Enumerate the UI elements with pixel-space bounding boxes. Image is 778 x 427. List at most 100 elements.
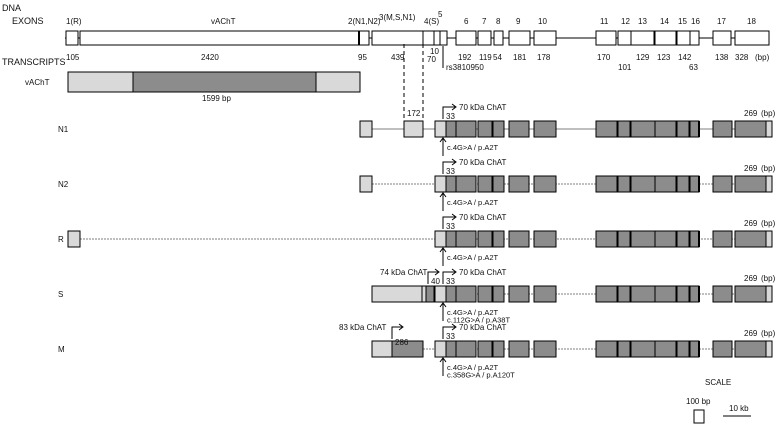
transcript-exon-block <box>630 285 656 303</box>
start-offset-label: 33 <box>446 112 455 121</box>
transcript-exon-block <box>455 230 477 248</box>
exon-1-r-name: 1(R) <box>66 17 82 26</box>
exon-6-size: 192 <box>458 53 472 62</box>
transcript-exon-block <box>617 340 631 358</box>
transcript-exon-block <box>630 230 656 248</box>
exon-5-name: 5 <box>438 10 443 19</box>
transcript-exon-block <box>630 120 656 138</box>
start-offset-label: 33 <box>446 222 455 231</box>
transcript-exon-block <box>403 120 424 138</box>
end-unit-label: (bp) <box>761 164 776 173</box>
transcript-exon-block <box>445 285 457 303</box>
dna-unit-label: (bp) <box>755 53 770 62</box>
mutation-arrow-head <box>439 192 447 198</box>
transcript-exon-block <box>455 340 477 358</box>
mutation-label: c.4G>A / p.A2T <box>447 253 498 262</box>
scale-10kb-label: 10 kb <box>729 404 749 413</box>
transcript-exon-block <box>492 230 505 248</box>
transcript-exon-block <box>492 285 505 303</box>
exon-7-size: 119 <box>479 53 492 62</box>
mutation-label: c.4G>A / p.A2T <box>447 143 498 152</box>
protein-70kda-label: 70 kDa ChAT <box>459 103 507 112</box>
exon-8-size: 54 <box>493 53 502 62</box>
transcript-exon-block <box>654 175 677 193</box>
transcript-exon-block <box>477 175 493 193</box>
start-arrow-alt-head <box>398 323 404 331</box>
exon-7-name: 7 <box>482 17 487 26</box>
transcript-name: M <box>58 345 65 354</box>
transcript-exon-block <box>595 120 618 138</box>
transcript-exon-block <box>765 285 773 303</box>
exon-1-r-size: 105 <box>66 53 80 62</box>
exon-18-size: 328 <box>735 53 749 62</box>
end-unit-label: (bp) <box>761 219 776 228</box>
transcript-exon-block <box>508 175 530 193</box>
transcript-exon-block <box>477 120 493 138</box>
transcript-exon-block <box>391 340 424 358</box>
vacht-transcript-name: vAChT <box>25 78 50 87</box>
exons-label: EXONS <box>12 16 44 26</box>
dna-label: DNA <box>2 3 21 13</box>
protein-70kda-label: 70 kDa ChAT <box>459 158 507 167</box>
mutation-arrow-head <box>439 247 447 253</box>
transcript-exon-block <box>654 285 677 303</box>
exon-14-size: 123 <box>657 53 671 62</box>
exon-1-r-box <box>65 30 79 46</box>
scale-100bp-label: 100 bp <box>686 397 711 406</box>
transcript-exon-block <box>689 175 700 193</box>
vacht-transcript-coding <box>132 71 317 93</box>
transcript-exon-block <box>421 285 427 303</box>
transcript-exon-block <box>492 340 505 358</box>
transcript-exon-block <box>712 285 733 303</box>
mutation-arrow-head <box>439 302 447 308</box>
transcript-exon-block <box>425 285 435 303</box>
transcript-exon-block <box>689 120 700 138</box>
transcript-exon-block <box>434 285 447 303</box>
transcript-exon-block <box>712 230 733 248</box>
start-arrow-head <box>451 158 457 166</box>
start-offset-label: 33 <box>446 332 455 341</box>
exon-18-name: 18 <box>747 17 756 26</box>
start-arrow-head <box>451 323 457 331</box>
exon-10-box <box>533 30 557 46</box>
transcript-exon-block <box>734 230 767 248</box>
start-offset-label: 33 <box>446 167 455 176</box>
mutation-arrow-head <box>439 357 447 363</box>
transcript-exon-block <box>712 340 733 358</box>
exon-16-name: 16 <box>691 17 700 26</box>
transcript-exon-block <box>712 120 733 138</box>
transcript-exon-block <box>617 175 631 193</box>
start-arrow-head <box>451 103 457 111</box>
transcript-exon-block <box>676 230 690 248</box>
transcript-exon-block <box>595 285 618 303</box>
protein-70kda-label: 70 kDa ChAT <box>459 268 507 277</box>
transcript-exon-block <box>508 230 530 248</box>
transcript-exon-block <box>533 120 557 138</box>
transcript-exon-block <box>734 175 767 193</box>
end-length-label: 269 <box>744 109 758 118</box>
transcript-exon-block <box>654 230 677 248</box>
exon-13-name: 13 <box>638 17 647 26</box>
mutation-label: c.112G>A / p.A38T <box>447 316 510 325</box>
transcript-exon-block <box>676 285 690 303</box>
exon-2-n1-n2-box <box>358 30 370 46</box>
start-offset-label: 33 <box>446 277 455 286</box>
transcript-exon-block <box>654 340 677 358</box>
mutation-arrow-head <box>439 137 447 143</box>
transcript-exon-block <box>689 230 700 248</box>
transcript-exon-block <box>765 230 773 248</box>
alt-offset-label: 40 <box>431 277 440 286</box>
exon-17-name: 17 <box>717 17 726 26</box>
end-unit-label: (bp) <box>761 109 776 118</box>
protein-70kda-label: 70 kDa ChAT <box>459 323 507 332</box>
transcript-exon-block <box>533 230 557 248</box>
exon-2-n1-n2-size: 95 <box>358 53 367 62</box>
transcript-exon-block <box>630 340 656 358</box>
exon-15-box <box>676 30 691 46</box>
exon-16-box <box>689 30 700 46</box>
transcript-exon-block <box>765 120 773 138</box>
start-arrow-alt <box>427 271 438 284</box>
